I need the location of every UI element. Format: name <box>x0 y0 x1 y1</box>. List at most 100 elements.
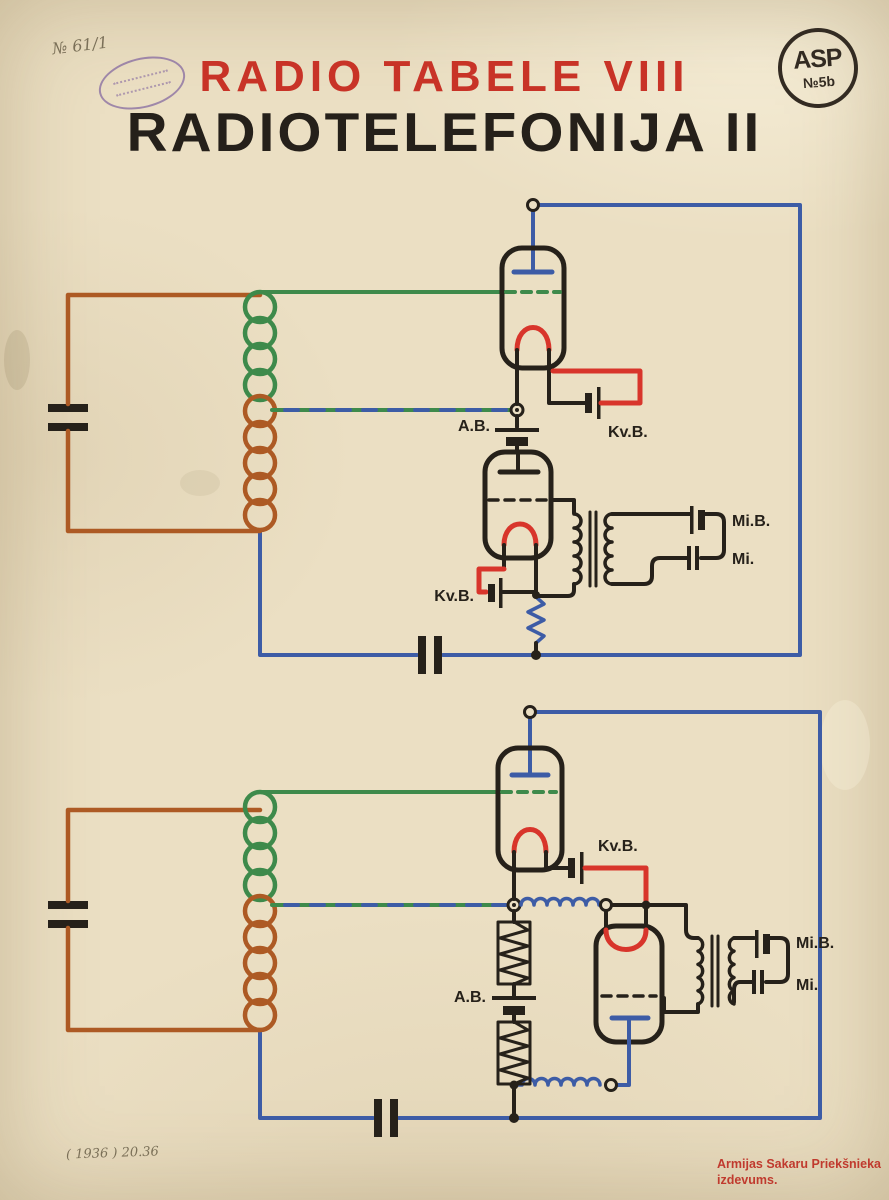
resistor-zigzag <box>526 595 546 645</box>
coil-turn <box>242 341 278 377</box>
battery-plate-short <box>506 437 528 446</box>
oscillator-tube <box>499 245 587 406</box>
battery-plate-long <box>580 852 584 884</box>
coil-turn <box>242 893 278 929</box>
tube-envelope <box>499 245 567 371</box>
oscillator-tube <box>495 745 570 901</box>
coil-turn <box>242 971 278 1007</box>
publisher-line-2: izdevums. <box>717 1173 778 1188</box>
mic-battery-plate-long <box>755 930 759 958</box>
return-wire <box>258 529 419 657</box>
circuit-bottom: Kv.B. <box>48 705 834 1137</box>
coil-turn <box>242 445 278 481</box>
battery-plate-long <box>495 428 539 432</box>
tank-coil <box>242 789 278 1033</box>
filament-battery-wire <box>550 368 643 406</box>
coil-turn <box>242 471 278 507</box>
coil-turn <box>242 867 278 903</box>
primary-winding <box>572 512 583 586</box>
coil-turn <box>242 497 278 533</box>
modulator-tube <box>482 449 554 594</box>
filament-choke-row <box>519 896 700 940</box>
modulation-transformer <box>532 498 614 599</box>
mic-wire-right <box>699 512 726 560</box>
grid-leak-resistor <box>526 590 546 660</box>
primary-return <box>535 582 576 598</box>
tank-wire-top <box>65 807 263 904</box>
anode-return <box>615 1016 631 1087</box>
battery-plate-short <box>503 1006 525 1015</box>
terminal <box>604 1078 618 1092</box>
coil-turn <box>242 419 278 455</box>
publisher-line-1: Armijas Sakaru Priekšnieka <box>717 1157 881 1171</box>
primary-return <box>662 996 700 1014</box>
kvb-label: Kv.B. <box>608 424 648 441</box>
iron-choke-winding <box>498 1020 530 1086</box>
terminal <box>523 705 537 719</box>
junction-dot <box>531 650 541 660</box>
ab-label: A.B. <box>454 989 486 1006</box>
coil-turn <box>242 367 278 403</box>
battery-plate-short <box>585 393 592 413</box>
mic-battery-plate-long <box>690 506 694 534</box>
primary-lead <box>549 498 576 515</box>
tank-coil <box>242 289 278 533</box>
coil-turn <box>242 919 278 955</box>
tank-capacitor-plate <box>48 920 88 928</box>
terminal <box>599 898 613 912</box>
mi-label: Mi. <box>732 551 754 568</box>
capacitor-plate <box>418 636 426 674</box>
mi-label: Mi. <box>796 977 818 994</box>
tank-wire-top <box>65 292 263 407</box>
capacitor-plate <box>374 1099 382 1137</box>
ab-label: A.B. <box>458 418 490 435</box>
capacitor-plate <box>390 1099 398 1137</box>
junction-dot <box>532 591 540 599</box>
battery-plate-short <box>568 858 575 878</box>
filament <box>501 521 539 548</box>
mib-label: Mi.B. <box>796 935 834 952</box>
page-title: RADIO TABELE VIII <box>199 52 690 101</box>
filament <box>511 827 549 855</box>
tank-capacitor-plate <box>48 901 88 909</box>
tank-wire-bottom <box>65 925 263 1033</box>
battery-plate-short <box>488 584 495 602</box>
secondary-winding <box>603 512 614 586</box>
anode-battery: A.B. <box>458 414 539 454</box>
anode-supply-wire <box>441 203 802 657</box>
coil-turn <box>242 945 278 981</box>
rf-choke-wavy <box>512 1076 602 1087</box>
kvb-label: Kv.B. <box>434 588 474 605</box>
mib-label: Mi.B. <box>732 513 770 530</box>
modulator-tube <box>593 903 665 1087</box>
battery-plate-long <box>492 996 536 1000</box>
kvb-label: Kv.B. <box>598 838 638 855</box>
microphone-circuit: Mi.B. Mi. <box>732 930 834 1004</box>
microphone-plate <box>695 546 699 570</box>
rf-choke-wavy <box>519 896 601 907</box>
blocking-capacitor <box>374 1099 398 1137</box>
anode-supply-wire <box>397 710 822 1120</box>
filament-leg <box>544 850 570 870</box>
filament <box>603 927 649 952</box>
publisher-imprint: Armijas Sakaru Priekšnieka izdevums. <box>717 1156 881 1189</box>
filament <box>514 325 552 353</box>
junction-dot <box>512 903 516 907</box>
primary-winding <box>696 936 705 1006</box>
tank-capacitor-plate <box>48 404 88 412</box>
filament-battery-wire <box>476 566 507 595</box>
junction-dot <box>515 408 519 412</box>
filament-battery: Kv.B. <box>568 838 649 904</box>
return-wire <box>258 1028 375 1120</box>
battery-plate-long <box>499 578 503 608</box>
mic-wire-right <box>764 936 790 984</box>
tank-capacitor-plate <box>48 423 88 431</box>
filament-battery-modulator: Kv.B. <box>434 566 538 608</box>
junction-dot <box>509 1113 519 1123</box>
modulation-transformer <box>662 934 736 1014</box>
tube-envelope <box>495 745 565 873</box>
page-subtitle: RADIOTELEFONIJA II <box>126 101 763 163</box>
coil-turn <box>242 315 278 351</box>
